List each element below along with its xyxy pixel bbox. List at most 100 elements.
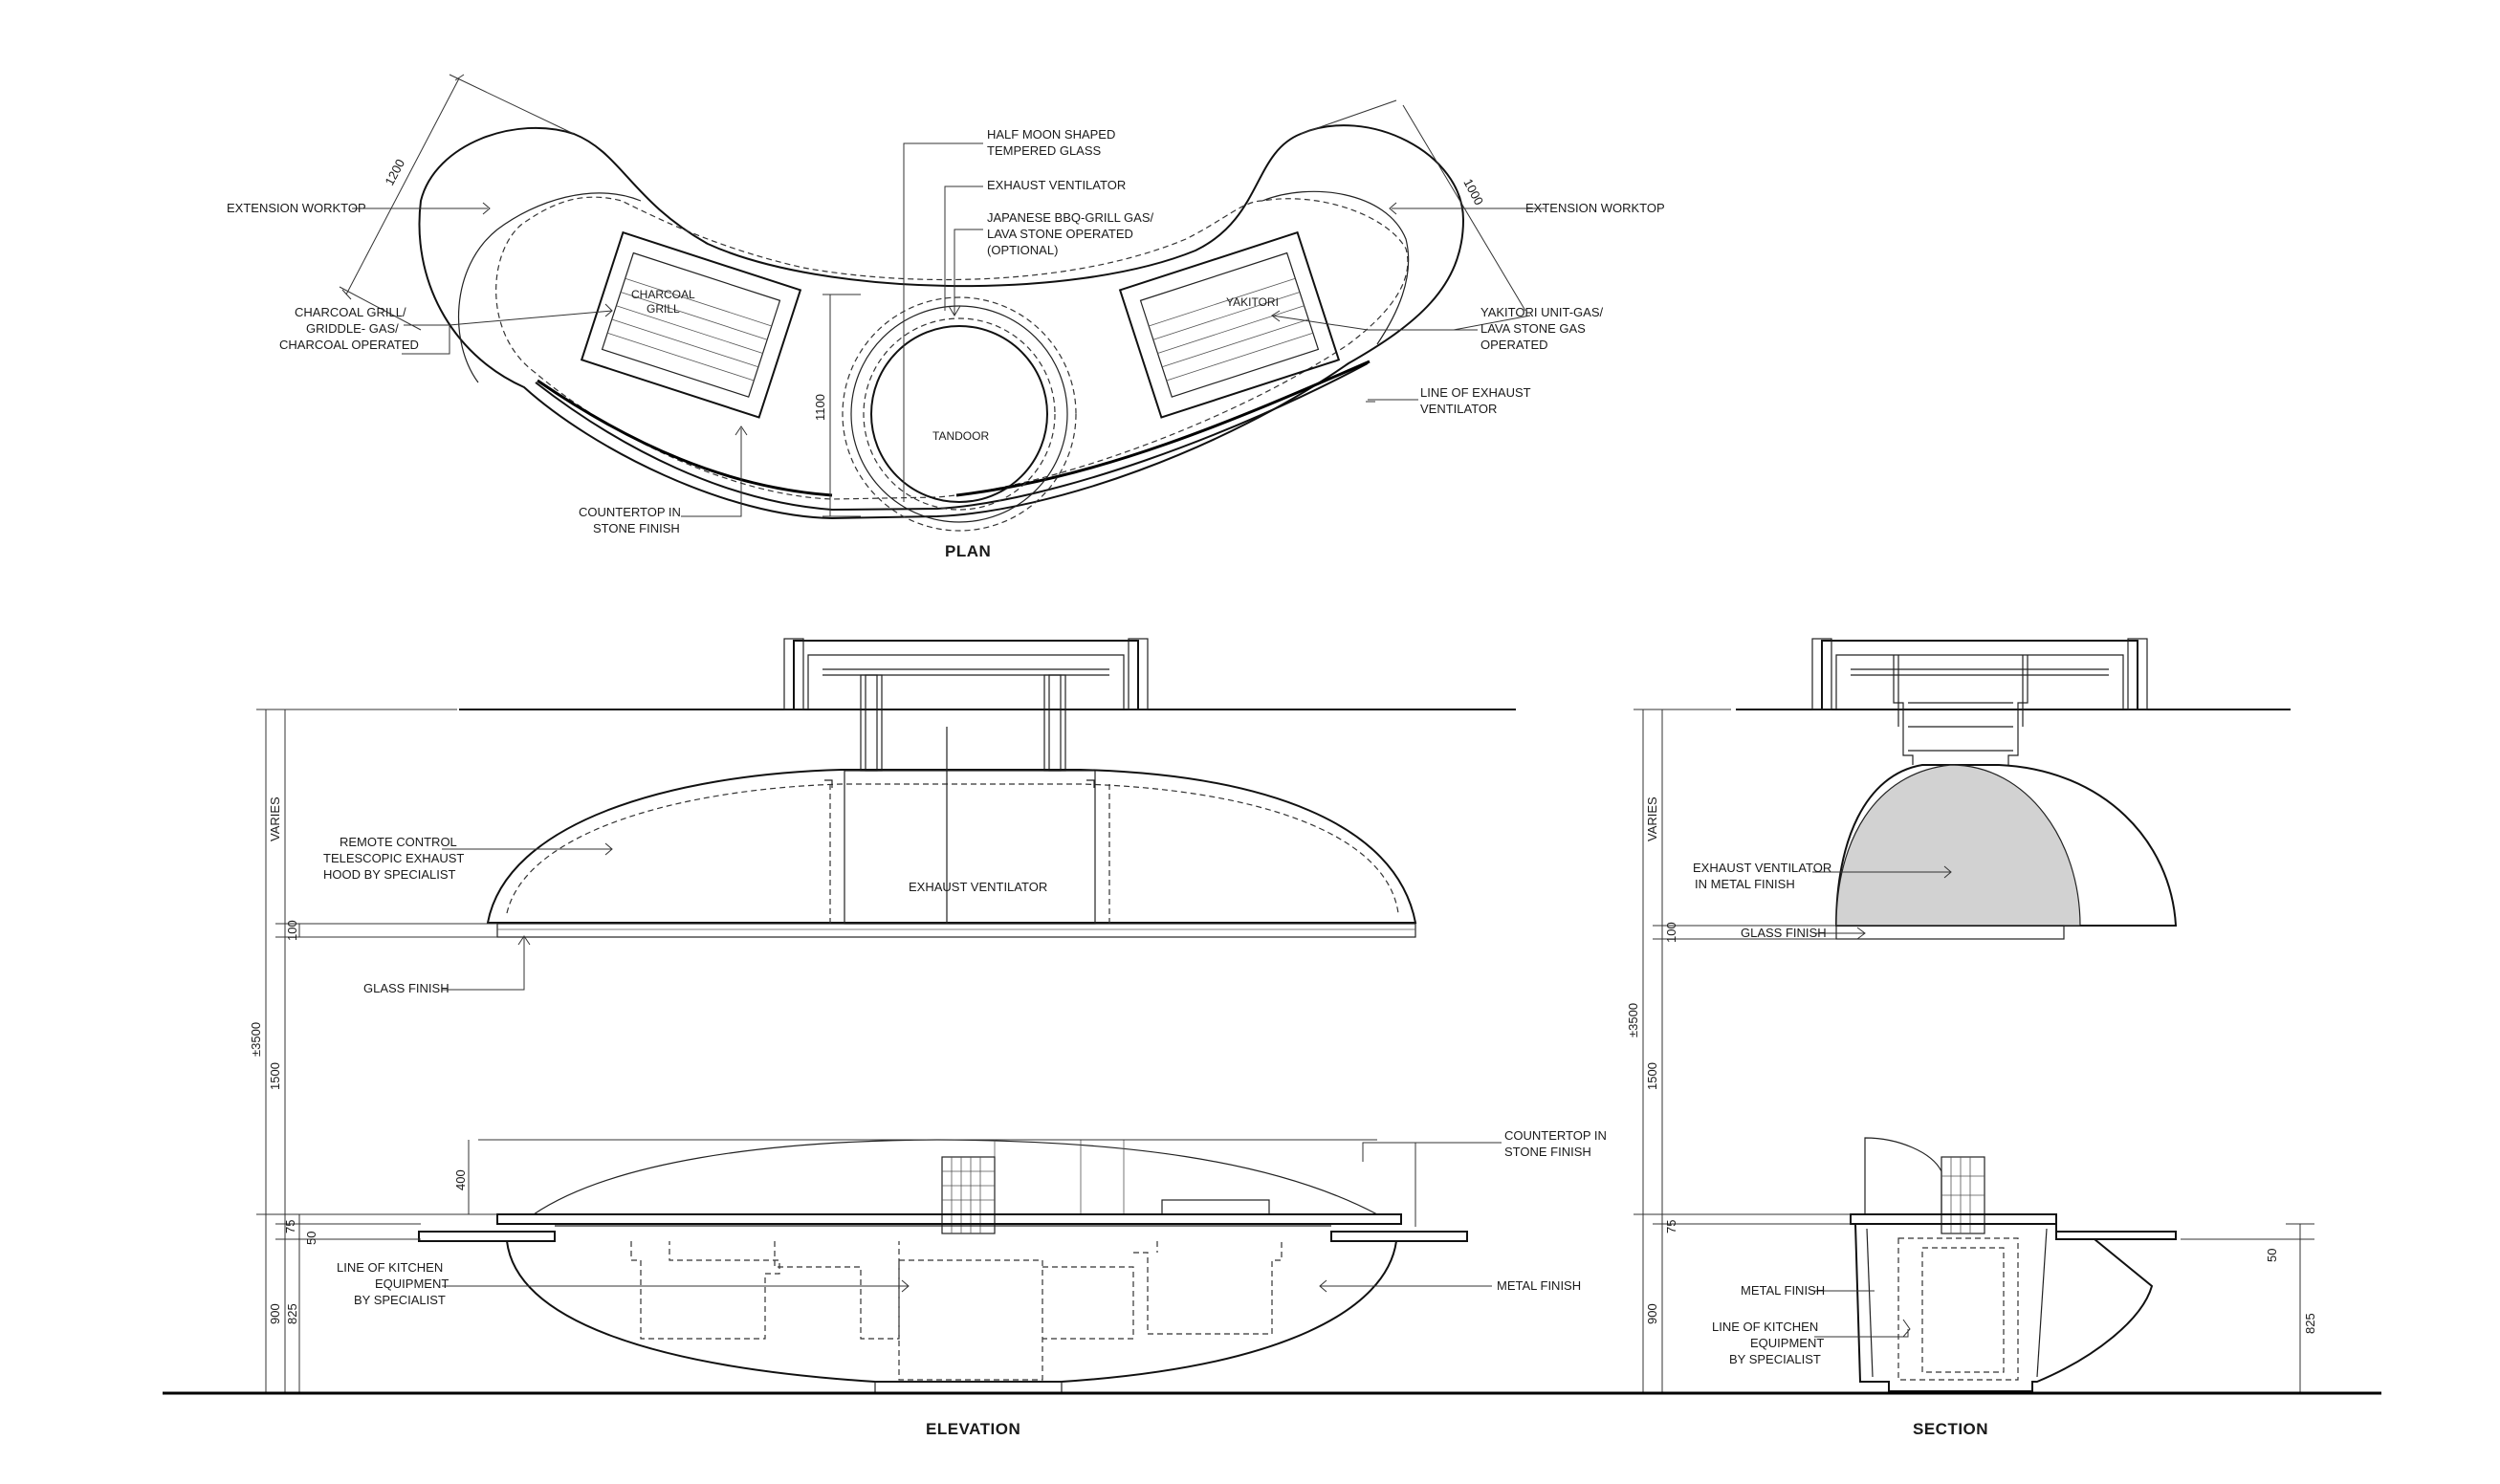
sect-dim-75: 75 [1664, 1220, 1678, 1233]
charcoal-grill-outer [580, 230, 802, 419]
dim-1100-text: 1100 [813, 394, 827, 421]
label-yakitori-2: LAVA STONE GAS [1480, 321, 1586, 336]
elev-extension-left [418, 1231, 556, 1242]
elev-kitchen-equipment [630, 1241, 1283, 1381]
label-remote-3: HOOD BY SPECIALIST [323, 867, 456, 882]
label-kitchen-elev-1: LINE OF KITCHEN [337, 1260, 443, 1275]
title-plan: PLAN [945, 542, 991, 560]
elevation-view: VARIES 100 ±3500 1500 400 75 50 900 825 … [249, 638, 1607, 1438]
elev-leaders [442, 842, 1502, 1293]
label-metal-finish-sect: METAL FINISH [1741, 1283, 1825, 1298]
sect-glass-band [1835, 925, 2065, 940]
elev-dim-900: 900 [268, 1303, 282, 1324]
title-elevation: ELEVATION [926, 1420, 1020, 1438]
elev-dim-100: 100 [285, 920, 299, 941]
elev-dim-400: 400 [453, 1169, 468, 1190]
label-line-exhaust-1: LINE OF EXHAUST [1420, 385, 1531, 400]
plan-charcoal-grill [580, 230, 802, 419]
label-kitchen-sect-3: BY SPECIALIST [1729, 1352, 1821, 1366]
label-half-moon-1: HALF MOON SHAPED [987, 127, 1115, 142]
title-section: SECTION [1913, 1420, 1988, 1438]
sect-dim-50: 50 [2265, 1249, 2279, 1262]
plan-left-extension-line [457, 192, 642, 383]
tandoor-outer-dashed [842, 296, 1077, 532]
label-countertop-elev-2: STONE FINISH [1504, 1145, 1591, 1159]
label-charcoal-3: CHARCOAL OPERATED [279, 338, 419, 352]
charcoal-inner-label-2: GRILL [647, 302, 680, 316]
dim-1000-right: 1000 [1300, 99, 1531, 331]
label-exhaust-sect-2: IN METAL FINISH [1695, 877, 1795, 891]
sect-dimensions: VARIES 100 ±3500 1500 75 900 50 825 [1626, 709, 2317, 1394]
plan-exhaust-line [537, 379, 833, 497]
plan-exhaust-line-right [955, 360, 1371, 497]
sect-dim-825: 825 [2303, 1313, 2317, 1334]
sect-grill-basket [1941, 1156, 1985, 1234]
label-japanese-bbq-3: (OPTIONAL) [987, 243, 1058, 257]
elev-dim-3500: ±3500 [249, 1022, 263, 1057]
label-remote-2: TELESCOPIC EXHAUST [323, 851, 464, 865]
elev-extension-right [1330, 1231, 1468, 1242]
plan-inner-dashed-outline [495, 196, 1409, 500]
sect-hood-dome-filled [1835, 764, 2081, 927]
label-yakitori-3: OPERATED [1480, 338, 1548, 352]
plan-outer-outline [418, 124, 1465, 520]
elev-telescopic-left [860, 674, 883, 772]
plan-view: CHARCOAL GRILL YAKITORI TANDOOR 1200 [227, 74, 1665, 560]
label-metal-finish-elev: METAL FINISH [1497, 1278, 1581, 1293]
elev-counter-glass-top [533, 1139, 1378, 1215]
dim-1100-vertical: 1100 [813, 294, 861, 517]
sect-equipment-dashed [1897, 1237, 2019, 1381]
elev-glass-band [496, 923, 1416, 938]
elev-base-plinth [874, 1381, 1063, 1394]
elev-grill-basket [941, 1156, 996, 1234]
label-exhaust-ventilator-elev: EXHAUST VENTILATOR [909, 880, 1047, 894]
plan-yakitori-unit [1118, 230, 1341, 419]
elev-hood-inner-dashed [506, 783, 1399, 914]
dim-1200-text: 1200 [382, 157, 407, 188]
label-kitchen-elev-2: EQUIPMENT [375, 1277, 449, 1291]
label-extension-worktop-right: EXTENSION WORKTOP [1525, 201, 1665, 215]
label-japanese-bbq-2: LAVA STONE OPERATED [987, 227, 1133, 241]
elev-dim-varies: VARIES [268, 797, 282, 841]
charcoal-grill-inner [601, 251, 781, 398]
elev-hood-outline [486, 769, 1417, 924]
label-remote-1: REMOTE CONTROL [340, 835, 457, 849]
label-line-exhaust-2: VENTILATOR [1420, 402, 1497, 416]
tandoor-label: TANDOOR [932, 429, 989, 443]
yakitori-inner-label: YAKITORI [1226, 295, 1279, 309]
label-kitchen-sect-1: LINE OF KITCHEN [1712, 1320, 1818, 1334]
label-glass-finish-sect: GLASS FINISH [1741, 926, 1827, 940]
plan-countertop-line [535, 362, 1369, 512]
sect-hood-outline [1834, 764, 2178, 927]
elev-telescopic-right [1043, 674, 1066, 772]
label-countertop-plan-2: STONE FINISH [593, 521, 680, 535]
plan-right-extension-line [1261, 190, 1410, 345]
label-charcoal-1: CHARCOAL GRILL/ [295, 305, 406, 319]
label-yakitori-1: YAKITORI UNIT-GAS/ [1480, 305, 1603, 319]
yakitori-inner [1139, 251, 1320, 398]
sect-ceiling-recess [1821, 640, 2138, 709]
elev-dim-1500: 1500 [268, 1062, 282, 1090]
elev-dim-825: 825 [285, 1303, 299, 1324]
elev-ceiling-recess [793, 640, 1139, 709]
elev-hood-center-box [844, 770, 1096, 925]
sect-dim-1500: 1500 [1645, 1062, 1659, 1090]
label-exhaust-ventilator-plan: EXHAUST VENTILATOR [987, 178, 1126, 192]
section-view: VARIES 100 ±3500 1500 75 900 50 825 EXHA… [1626, 638, 2317, 1438]
sect-leaders [1812, 865, 1952, 1338]
label-half-moon-2: TEMPERED GLASS [987, 143, 1102, 158]
plan-leaders [352, 142, 1545, 517]
sect-dim-varies: VARIES [1645, 797, 1659, 841]
label-charcoal-2: GRIDDLE- GAS/ [306, 321, 399, 336]
sect-body [1853, 1223, 2154, 1392]
tandoor-inner-dashed [863, 317, 1056, 511]
sect-dim-900: 900 [1645, 1303, 1659, 1324]
elev-countertop-slab [496, 1213, 1402, 1225]
sect-countertop-slab [1850, 1213, 2057, 1225]
dim-1200-left: 1200 [339, 74, 575, 331]
label-extension-worktop-left: EXTENSION WORKTOP [227, 201, 366, 215]
charcoal-inner-label-1: CHARCOAL [631, 288, 695, 301]
tandoor-mid [870, 325, 1048, 503]
sect-extension [2055, 1231, 2177, 1240]
